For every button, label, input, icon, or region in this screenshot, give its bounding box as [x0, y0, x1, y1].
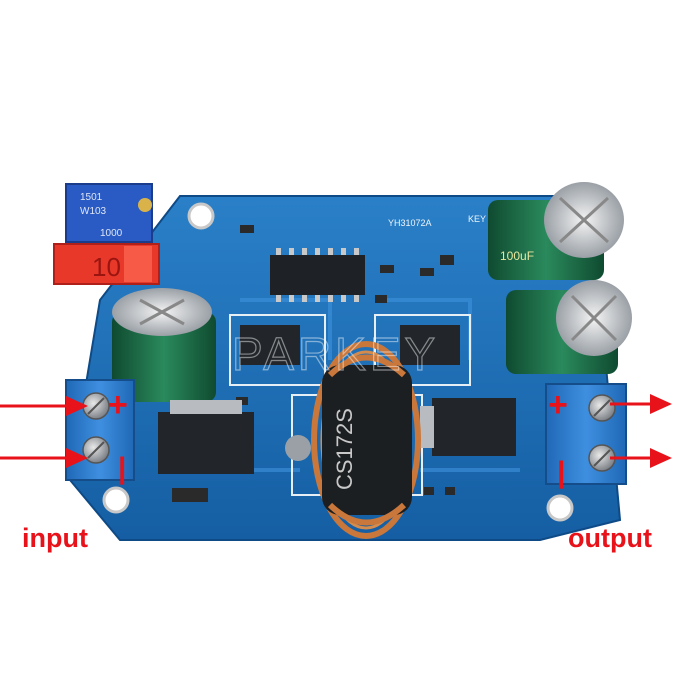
arrow-right-icon — [0, 396, 88, 416]
pot-label-1: 1501 — [80, 192, 103, 203]
solder-joint — [285, 435, 311, 461]
board-model-text: YH31072A — [388, 218, 432, 228]
capacitor-bottom-right — [506, 280, 632, 374]
watermark-text: PARKEY — [232, 328, 439, 380]
arrow-right-icon — [610, 448, 672, 468]
board-key-text: KEY — [468, 214, 486, 224]
capacitor-left — [112, 288, 216, 402]
arrow-right-icon — [0, 448, 88, 468]
input-terminal-block[interactable] — [65, 379, 135, 481]
mounting-hole — [187, 202, 215, 230]
output-plus-marker: + — [548, 386, 568, 424]
fuse: 10 — [53, 243, 160, 285]
output-label: output — [568, 523, 652, 553]
mounting-hole — [102, 486, 130, 514]
transistor-top-left — [240, 325, 300, 365]
transistor-right — [420, 398, 516, 456]
input-plus-marker: + — [108, 386, 128, 424]
inductor: CS172S — [285, 341, 421, 539]
inductor-label: CS172S — [332, 408, 357, 490]
ic-chip — [270, 248, 365, 302]
arrow-right-icon — [610, 394, 672, 414]
capacitor-top-right: 100uF — [488, 182, 624, 280]
cap-label: 100uF — [500, 249, 534, 263]
output-minus-marker: | — [557, 456, 565, 489]
transistor-top-right — [400, 325, 460, 365]
fuse-label: 10 — [92, 252, 121, 282]
potentiometer[interactable]: 1501 W103 1000 — [65, 183, 153, 243]
input-minus-marker: | — [118, 452, 126, 485]
mounting-hole — [546, 494, 574, 522]
output-terminal-block[interactable] — [545, 383, 627, 485]
pot-label-2: W103 — [80, 206, 107, 217]
transistor-left — [158, 400, 254, 474]
input-label: input — [22, 523, 88, 553]
pot-label-3: 1000 — [100, 228, 123, 239]
